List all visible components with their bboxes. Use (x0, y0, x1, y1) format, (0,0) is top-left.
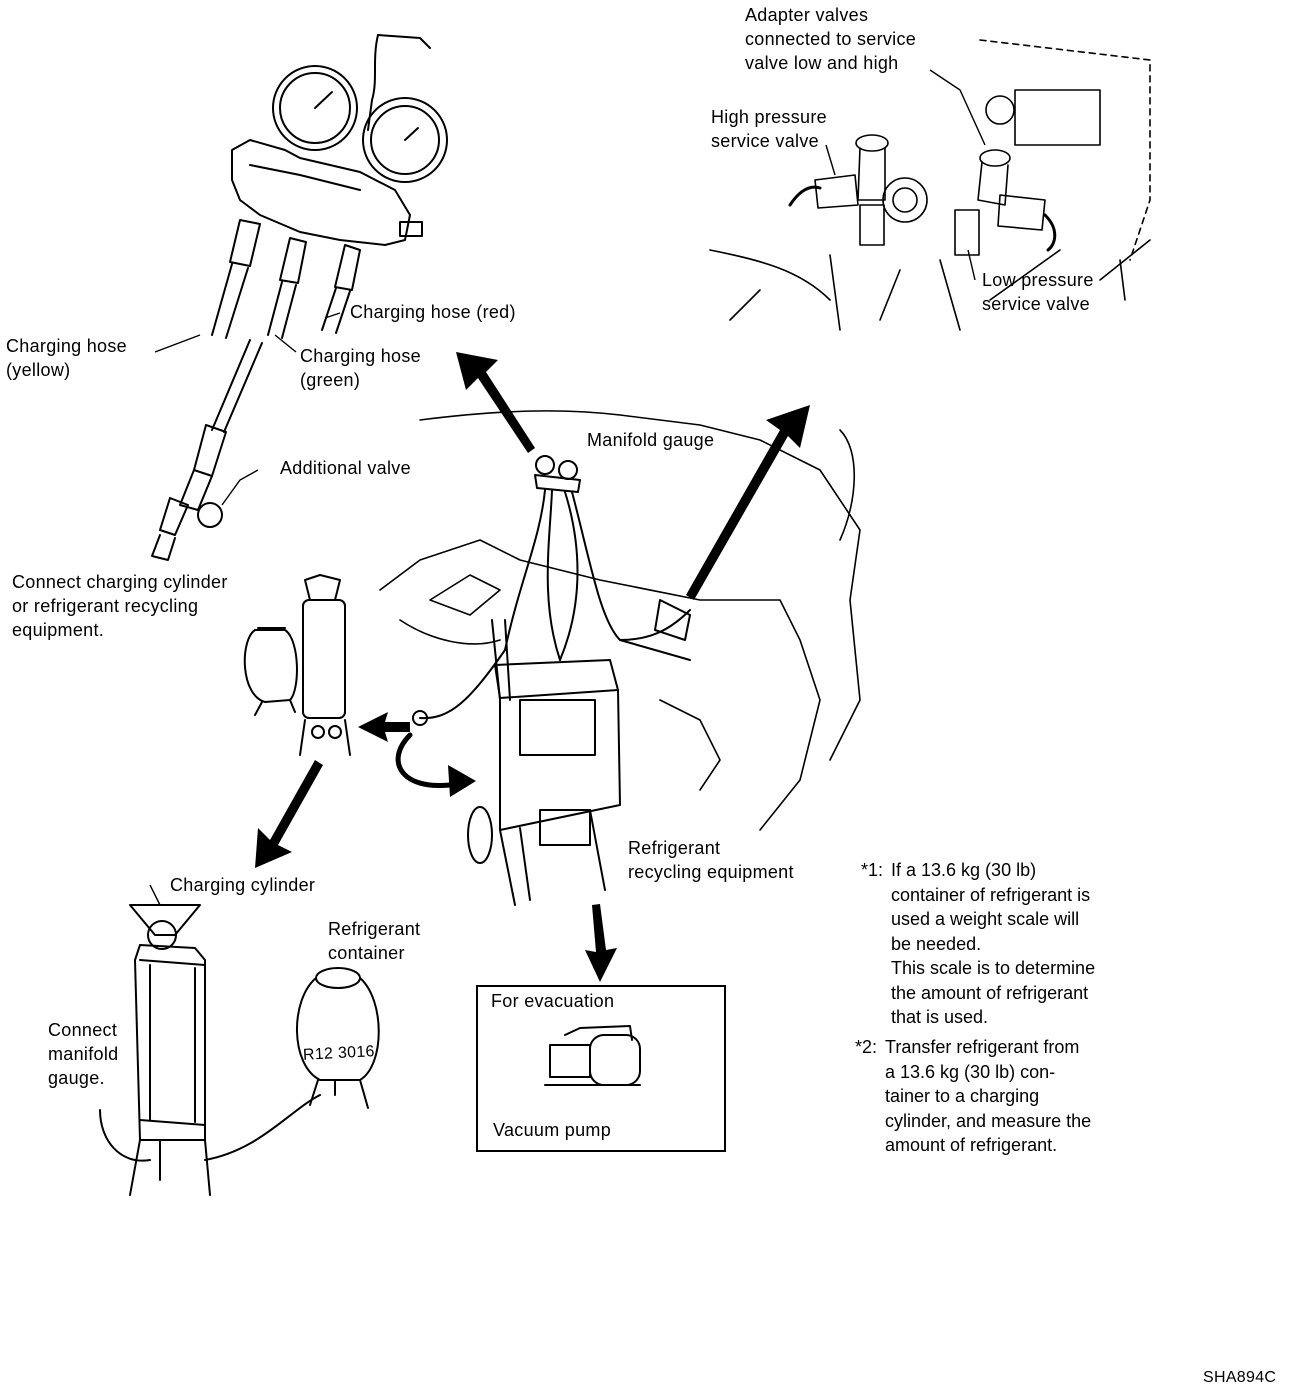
arrow-to-recycling (448, 765, 476, 797)
note-number: *1: (861, 860, 884, 880)
flow-arrows (255, 352, 810, 982)
label-line: Connect (48, 1020, 118, 1040)
charging-cylinder-illustration (99, 904, 321, 1196)
note-line: cylinder, and measure the (885, 1110, 1092, 1131)
arrow-to-charging-cylinder (255, 760, 323, 868)
cylinder-small-illustration (243, 574, 351, 756)
note-line: If a 13.6 kg (30 lb) (891, 860, 1037, 880)
label-line: Charging hose (6, 336, 127, 356)
label-line: (green) (300, 370, 361, 390)
note-line: be needed. (891, 933, 982, 954)
label-connect-manifold: Connect manifold gauge. (48, 1018, 118, 1090)
recycling-equipment-illustration (412, 619, 621, 906)
label-line: (yellow) (6, 360, 71, 380)
label-low-pressure-valve: Low pressure service valve (982, 268, 1094, 316)
note-line: a 13.6 kg (30 lb) con- (885, 1061, 1056, 1082)
refrigerant-container-illustration (296, 967, 380, 1109)
note-line: amount of refrigerant. (885, 1135, 1058, 1155)
label-line: Refrigerant (628, 838, 721, 858)
vacuum-pump-illustration (544, 1025, 641, 1086)
label-recycling-equipment: Refrigerant recycling equipment (628, 836, 794, 884)
label-line: Charging hose (300, 346, 421, 366)
arrow-to-cylinder (358, 712, 410, 742)
note-line: that is used. (891, 1007, 989, 1027)
note-line: tainer to a charging (885, 1086, 1040, 1106)
label-line: valve low and high (745, 53, 899, 73)
manifold-gauge-small (419, 455, 691, 720)
note-line: container of refrigerant is (891, 884, 1091, 905)
label-hose-yellow: Charging hose (yellow) (6, 334, 127, 382)
evacuation-box (476, 985, 726, 1152)
note-text: If a 13.6 kg (30 lb) container of refrig… (891, 858, 1095, 1030)
label-vacuum-pump: Vacuum pump (493, 1120, 612, 1140)
vehicle-outline (379, 410, 861, 831)
label-line: Adapter valves (745, 5, 869, 25)
leader-lines (149, 69, 986, 906)
label-line: Refrigerant (328, 919, 421, 939)
label-line: Low pressure (982, 270, 1094, 290)
label-additional-valve: Additional valve (280, 458, 411, 478)
label-line: recycling equipment (628, 862, 794, 882)
arrow-to-service-valves (686, 405, 810, 600)
note-line: the amount of refrigerant (891, 982, 1089, 1003)
label-hose-red: Charging hose (red) (350, 302, 516, 322)
label-line: container (328, 943, 405, 963)
note-line: This scale is to determine (891, 958, 1096, 978)
label-refrigerant-container: Refrigerant container (328, 917, 420, 965)
label-charging-cylinder: Charging cylinder (170, 875, 316, 895)
label-line: Connect charging cylinder (12, 572, 228, 592)
label-line: service valve (711, 131, 819, 151)
note-line: used a weight scale will (891, 909, 1080, 929)
label-for-evacuation: For evacuation (491, 991, 615, 1011)
label-line: manifold (48, 1044, 119, 1064)
label-line: gauge. (48, 1068, 105, 1088)
label-connect-cylinder: Connect charging cylinder or refrigerant… (12, 570, 228, 642)
label-adapter-valves: Adapter valves connected to service valv… (745, 3, 916, 75)
figure-code: SHA894C (1203, 1369, 1277, 1386)
service-valves-illustration (709, 39, 1151, 331)
note-text: Transfer refrigerant from a 13.6 kg (30 … (885, 1035, 1091, 1158)
label-line: service valve (982, 294, 1090, 314)
label-line: High pressure (711, 107, 827, 127)
manifold-gauge-illustration (151, 34, 448, 561)
label-line: or refrigerant recycling (12, 596, 199, 616)
label-high-pressure-valve: High pressure service valve (711, 105, 827, 153)
note-line: Transfer refrigerant from (885, 1037, 1080, 1057)
label-line: connected to service (745, 29, 917, 49)
label-manifold-gauge: Manifold gauge (587, 430, 715, 450)
note-number: *2: (855, 1037, 878, 1057)
container-marking: R12 3016 (302, 1043, 376, 1064)
label-hose-green: Charging hose (green) (300, 344, 421, 392)
arrow-to-manifold (456, 352, 535, 453)
arrow-to-vacuum-pump (585, 904, 617, 982)
label-line: equipment. (12, 620, 105, 640)
